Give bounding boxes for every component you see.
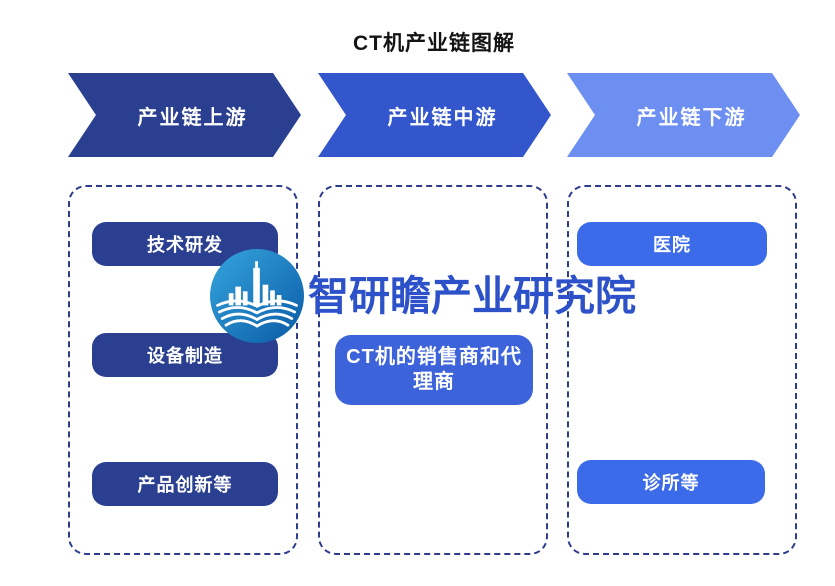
stage-arrow-upstream-label: 产业链上游 [137,106,248,129]
stage-arrow-midstream: 产业链中游 [318,73,551,157]
page-title: CT机产业链图解 [353,32,515,55]
item-box-sellers-agents: CT机的销售商和代理商 [335,335,533,405]
stage-arrow-downstream: 产业链下游 [567,73,800,157]
item-box-equipment-manufacturing: 设备制造 [92,333,278,377]
column-midstream: CT机的销售商和代理商 [318,185,548,555]
stage-arrow-midstream-label: 产业链中游 [387,106,498,129]
item-box-hospital: 医院 [577,222,767,266]
item-box-product-innovation: 产品创新等 [92,462,278,506]
stage-arrow-downstream-label: 产业链下游 [636,106,747,129]
stage-arrow-upstream: 产业链上游 [68,73,301,157]
item-box-tech-rd: 技术研发 [92,222,278,266]
column-downstream: 医院 诊所等 [567,185,797,555]
item-box-clinics: 诊所等 [577,460,765,504]
column-upstream: 技术研发 设备制造 产品创新等 [68,185,298,555]
